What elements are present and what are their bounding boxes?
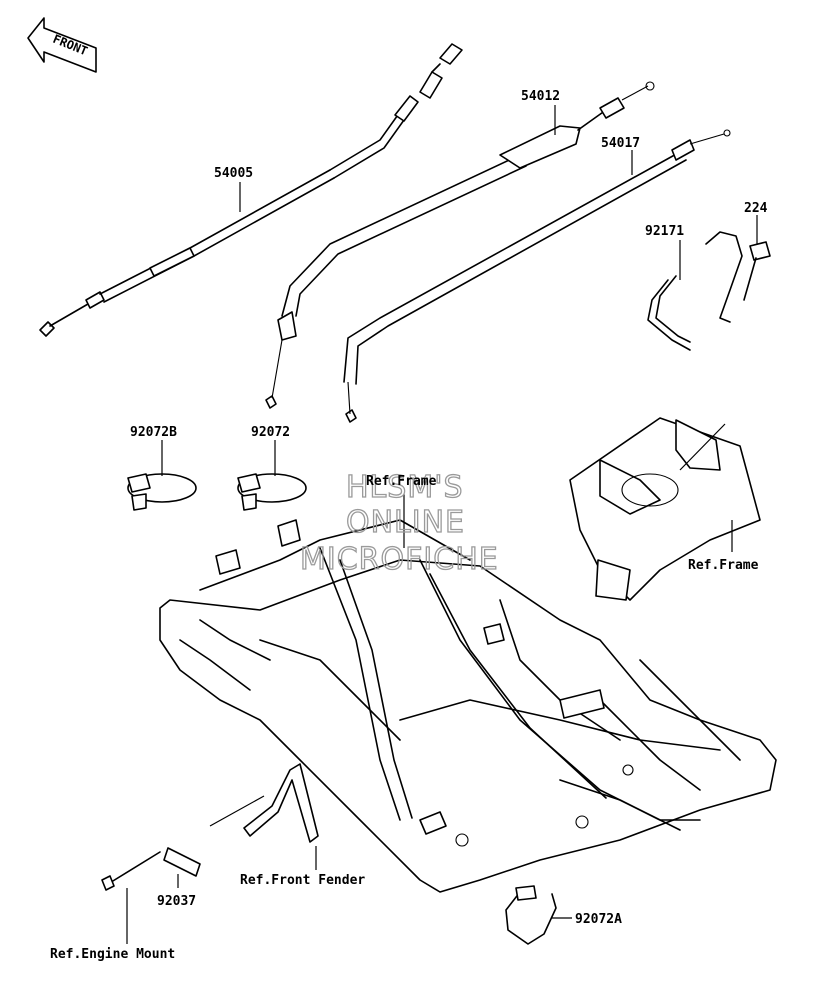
handlebar-bracket	[569, 417, 761, 601]
part-label-92072B: 92072B	[130, 425, 177, 440]
watermark: HLSM'S ONLINE MICROFICHE	[299, 469, 499, 577]
part-label-92072A: 92072A	[575, 912, 622, 927]
atv-frame	[159, 519, 777, 893]
front-label: FRONT	[51, 32, 90, 59]
bolt-224	[743, 241, 771, 301]
part-label-92037: 92037	[157, 894, 196, 909]
bolt-92037	[101, 851, 161, 891]
cable-54012	[265, 81, 655, 409]
front-arrow-icon: FRONT	[27, 17, 97, 73]
band-92072	[237, 473, 307, 511]
ref-label-front-fender: Ref.Front Fender	[240, 873, 365, 888]
watermark-line-3: MICROFICHE	[300, 542, 499, 577]
ref-label-frame-top: Ref.Frame	[366, 474, 437, 489]
watermark-line-2: ONLINE	[346, 505, 465, 540]
part-label-54005: 54005	[214, 166, 253, 181]
watermark-line-1: HLSM'S	[346, 470, 464, 505]
band-92072B	[127, 473, 197, 511]
ref-label-engine-mount: Ref.Engine Mount	[50, 947, 175, 962]
ref-label-frame-right: Ref.Frame	[688, 558, 759, 573]
front-fender-bracket	[243, 763, 319, 843]
cable-guide-92171	[647, 231, 743, 351]
cable-54017	[343, 129, 731, 423]
part-label-54017: 54017	[601, 136, 640, 151]
part-label-92072: 92072	[251, 425, 290, 440]
leader-lines	[126, 105, 758, 944]
part-label-92171: 92171	[645, 224, 684, 239]
bracket-92037	[163, 847, 201, 877]
part-label-54012: 54012	[521, 89, 560, 104]
part-label-224: 224	[744, 201, 768, 216]
band-92072A	[505, 885, 557, 945]
cable-54005	[39, 43, 463, 337]
